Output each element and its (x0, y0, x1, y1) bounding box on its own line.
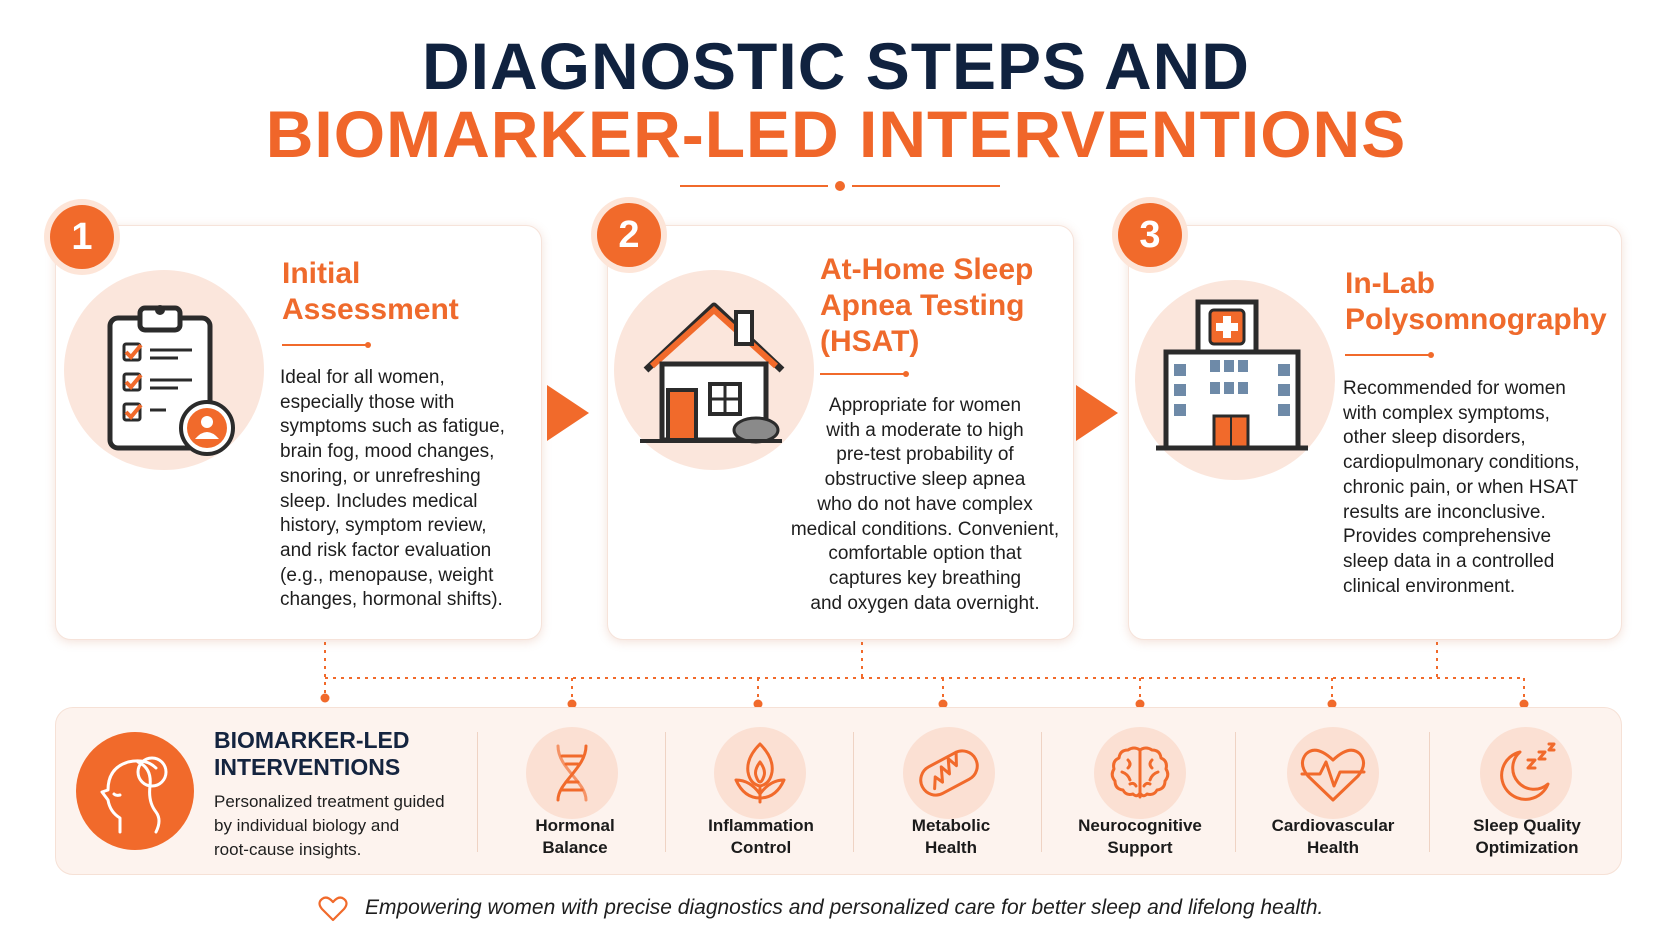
separator (1235, 732, 1236, 852)
flame-leaf-icon (734, 742, 786, 804)
footer-tagline: Empowering women with precise diagnostic… (365, 896, 1324, 919)
moon-zzz-icon (1500, 742, 1556, 801)
step-number-2: 2 (597, 203, 661, 267)
separator (1429, 732, 1430, 852)
step-1-description: Ideal for all women,especially those wit… (280, 367, 505, 611)
house-icon (640, 302, 785, 444)
step-2-underline (820, 371, 909, 377)
biomarker-item-6-icon-circle (1480, 727, 1572, 819)
separator (665, 732, 666, 852)
step-number-3: 3 (1118, 203, 1182, 267)
step-arrow-1 (547, 385, 589, 441)
biomarker-item-2-icon-circle (714, 727, 806, 819)
title-line-2: BIOMARKER-LED INTERVENTIONS (265, 97, 1407, 171)
clipboard-checklist-icon (107, 305, 235, 456)
hospital-icon (1156, 299, 1308, 451)
heart-outline-icon (318, 896, 348, 922)
brain-icon (1110, 746, 1170, 799)
title-line-1: DIAGNOSTIC STEPS AND (422, 29, 1250, 103)
dna-icon (556, 744, 588, 802)
step-arrow-2 (1076, 385, 1118, 441)
title-divider (680, 181, 1000, 191)
woman-profile-icon (100, 756, 168, 834)
biomarker-icon-circle (76, 732, 194, 850)
separator (853, 732, 854, 852)
heart-pulse-icon (1300, 748, 1366, 802)
separator (1041, 732, 1042, 852)
step-number-1: 1 (50, 205, 114, 269)
separator (477, 732, 478, 852)
step-3-underline (1345, 352, 1434, 358)
mitochondria-icon (919, 749, 979, 797)
step-1-underline (282, 342, 371, 348)
